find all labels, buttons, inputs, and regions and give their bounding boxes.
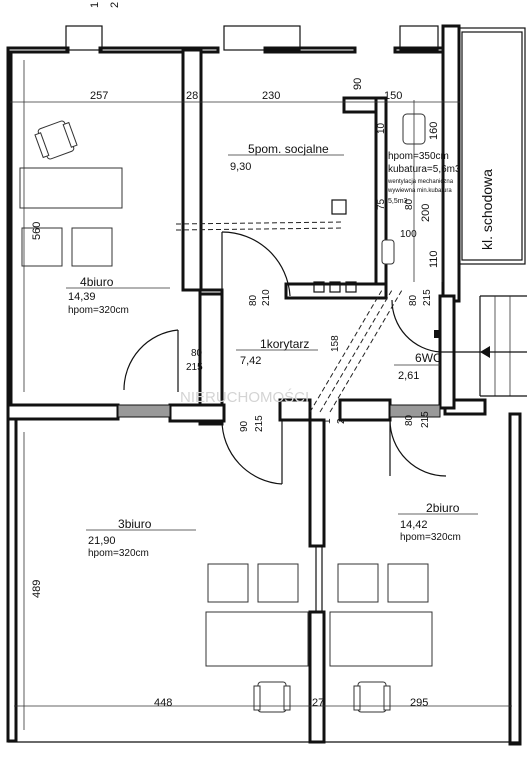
doors [123,231,447,485]
svg-text:2biuro: 2biuro [426,501,460,515]
dim-257: 257 [90,90,108,102]
dim-110: 110 [428,250,440,268]
dim-158: 158 [330,335,341,352]
room-3: 3biuro 21,90 hpom=320cm [86,517,196,559]
room-6-height: hpom=350cm [388,151,449,162]
room-5: 5pom. socjalne 9,30 [228,142,344,173]
dim-door-215c: 215 [254,415,265,432]
room-6-name: WC [422,351,442,365]
room-6-vent-line1: wentylacja mechaniczna [387,179,454,185]
dim-90: 90 [352,78,364,90]
dim-door-215d: 215 [420,411,431,428]
sink-icon [381,239,395,265]
room-2-height: hpom=320cm [400,532,461,543]
dim-100: 100 [400,229,417,240]
dim-door-210: 210 [261,289,272,306]
room-5-number: 5 [248,142,255,156]
svg-text:6WC: 6WC [415,351,442,365]
room-4: 4biuro 14,39 hpom=320cm [66,275,170,316]
dim-75: 75 [376,198,387,210]
svg-text:4biuro: 4biuro [80,275,114,289]
vent-ducts [175,199,441,413]
stair-label: kl. schodowa [479,169,495,250]
dim-80-wc: 80 [404,198,415,210]
watermark: NIERUCHOMOŚCI [180,388,309,406]
room-1: 1korytarz 7,42 [236,337,318,367]
dim-door-80a: 80 [248,294,259,306]
room-6: hpom=350cm kubatura=5,6m3 wentylacja mec… [387,151,461,382]
dim-door-80b: 80 [408,294,419,306]
room-3-height: hpom=320cm [88,548,149,559]
dim-door-80c: 80 [191,348,203,359]
room-2-area: 14,42 [400,519,428,531]
dim-top-1: 1 [89,2,101,8]
room-4-name: biuro [87,275,114,289]
dim-560: 560 [31,222,43,240]
room-3-area: 21,90 [88,535,116,547]
room-4-area: 14,39 [68,291,96,303]
room-1-area: 7,42 [240,355,261,367]
dim-160: 160 [428,122,440,140]
room-4-number: 4 [80,275,87,289]
room-6-area: 2,61 [398,370,419,382]
room-6-number: 6 [415,351,422,365]
desk-icon [19,167,123,209]
room-5-area: 9,30 [230,161,251,173]
dim-door-90: 90 [239,420,250,432]
dim-mid-2: 2 [336,418,347,424]
dim-200: 200 [420,204,432,222]
dimension-numbers: 257 28 230 90 150 560 10 160 75 80 200 1… [31,2,440,709]
room-1-number: 1 [260,337,267,351]
dim-150: 150 [384,90,402,102]
room-2: 2biuro 14,42 hpom=320cm [398,501,478,543]
chair-icon [34,120,78,160]
chair-icon [353,681,391,713]
dim-448: 448 [154,697,172,709]
dim-28: 28 [186,90,198,102]
room-2-name: biuro [433,501,460,515]
dim-door-80d: 80 [404,414,415,426]
dim-230: 230 [262,90,280,102]
dim-door-215a: 215 [422,289,433,306]
svg-text:1korytarz: 1korytarz [260,337,309,351]
room-2-number: 2 [426,501,433,515]
room-3-name: biuro [125,517,152,531]
svg-text:5pom. socjalne: 5pom. socjalne [248,142,329,156]
dim-mid-1: 1 [322,418,333,424]
room-5-name: pom. socjalne [255,142,329,156]
chair-icon [253,681,291,713]
dim-489: 489 [31,580,43,598]
dim-10: 10 [376,122,387,134]
room-6-volume: kubatura=5,6m3 [388,164,461,175]
dim-27: 27 [312,697,324,709]
dimension-lines [10,60,512,730]
room-1-name: korytarz [267,337,310,351]
dim-top-2: 2 [109,2,121,8]
room-6-vent-line3: 5,5m3 [388,198,408,205]
room-3-number: 3 [118,517,125,531]
dim-door-215b: 215 [186,362,203,373]
dim-295: 295 [410,697,428,709]
room-6-vent-line2: wywiewna min.kubatura [387,188,452,194]
svg-text:3biuro: 3biuro [118,517,152,531]
room-4-height: hpom=320cm [68,305,129,316]
